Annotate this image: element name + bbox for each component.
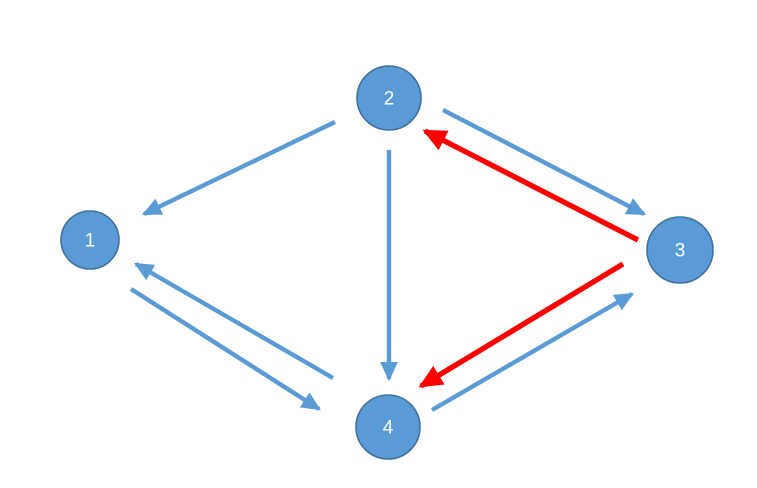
graph-node-4: 4	[355, 394, 421, 460]
node-circle-2	[356, 65, 422, 131]
graph-node-3: 3	[646, 216, 714, 284]
edge-4-to-1	[133, 262, 335, 380]
node-circle-3	[646, 216, 714, 284]
node-circle-1	[60, 210, 120, 270]
edge-2-to-1	[141, 120, 336, 216]
node-circle-4	[355, 394, 421, 460]
node-label-2: 2	[384, 89, 395, 110]
node-label-4: 4	[383, 418, 394, 439]
edge-4-to-3	[430, 292, 635, 412]
node-label-1: 1	[85, 231, 96, 252]
edge-2-to-3	[441, 108, 647, 216]
edge-3-to-4	[418, 261, 625, 389]
node-label-3: 3	[675, 241, 686, 262]
edge-3-to-2	[422, 128, 640, 243]
graph-node-2: 2	[356, 65, 422, 131]
edge-1-to-4	[129, 287, 321, 411]
graph-node-1: 1	[60, 210, 120, 270]
